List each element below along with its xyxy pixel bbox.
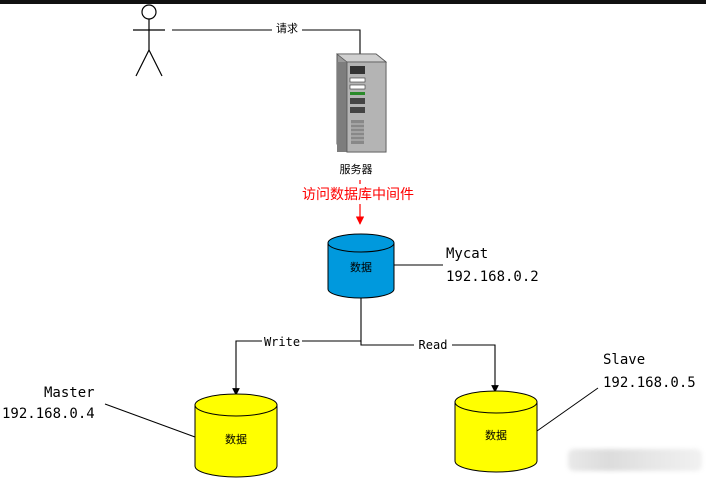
master-callout-line [104,403,196,438]
mycat-ip: 192.168.0.2 [446,269,539,285]
stick-figure-user-icon [133,4,165,77]
write-label: Write [264,335,300,349]
master-database-cylinder [194,393,278,478]
access-label: 访问数据库中间件 [302,187,414,203]
top-border [0,0,706,4]
mycat-database-cylinder [327,233,395,299]
server-tower-icon [335,53,388,153]
request-edge [172,29,365,76]
master-cylinder-label: 数据 [225,432,247,446]
slave-cylinder-label: 数据 [485,428,507,442]
slave-name: Slave [603,352,645,368]
master-ip: 192.168.0.4 [2,406,95,422]
server-label: 服务器 [340,163,373,176]
master-name: Master [44,385,95,401]
slave-ip: 192.168.0.5 [603,375,696,391]
slave-database-cylinder [454,390,538,473]
slave-callout-line [536,387,599,432]
mycat-cylinder-label: 数据 [350,260,372,274]
request-label: 请求 [276,22,298,35]
read-label: Read [419,338,448,352]
mycat-name: Mycat [446,246,488,262]
blurred-watermark [568,449,702,471]
